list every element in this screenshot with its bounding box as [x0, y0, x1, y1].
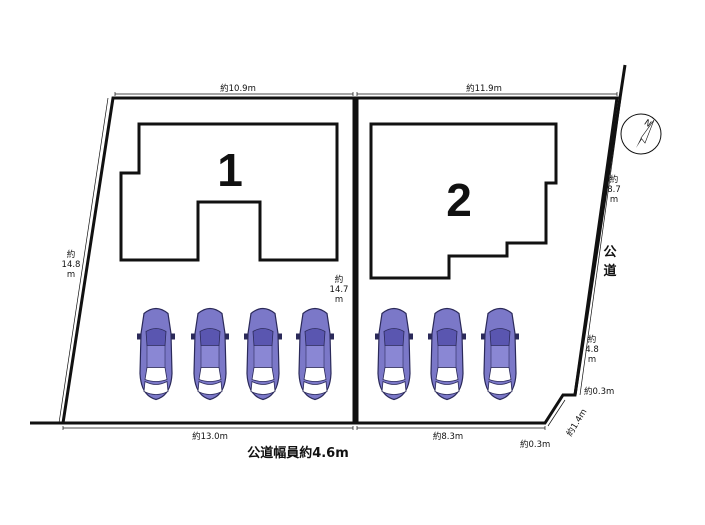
dim-right-lower-3: m: [588, 355, 596, 365]
dim-bottom-right: 約8.3m: [433, 431, 463, 442]
car-icon: [190, 307, 230, 401]
side-road-label-2: 道: [603, 263, 616, 279]
front-road-label: 公道幅員約4.6m: [247, 445, 349, 461]
car-icon: [427, 307, 467, 401]
building-1-outline: [119, 122, 339, 262]
dim-mid-1: 約: [335, 274, 344, 285]
dim-line-corner: [547, 399, 566, 427]
dim-right-upper-2: 8.7: [607, 185, 621, 195]
car-icon: [480, 307, 520, 401]
dim-mid-3: m: [335, 295, 343, 305]
dim-right-upper-1: 約: [610, 174, 619, 185]
dim-corner-diagonal: 約1.4m: [564, 407, 589, 439]
dim-mid-2: 14.7: [330, 285, 349, 295]
car-icon: [136, 307, 176, 401]
lot-1-number: 1: [217, 144, 243, 196]
car-icon: [243, 307, 283, 401]
dim-bottom-corner: 約0.3m: [520, 439, 550, 450]
dim-top-left: 約10.9m: [220, 83, 256, 94]
dim-bottom-left: 約13.0m: [192, 431, 228, 442]
compass-icon: N: [620, 113, 662, 155]
lot-2-number: 2: [446, 174, 472, 226]
side-road-label-1: 公: [603, 245, 616, 260]
dim-right-corner: 約0.3m: [584, 386, 614, 397]
car-icon: [374, 307, 414, 401]
compass-north-label: N: [642, 118, 653, 130]
dim-right-lower-2: 4.8: [585, 345, 599, 355]
building-2-outline: [369, 122, 558, 280]
dim-left-3: m: [67, 270, 75, 280]
dim-top-right: 約11.9m: [466, 83, 502, 94]
dim-line-right: [579, 97, 622, 396]
car-icon: [295, 307, 335, 401]
dim-right-upper-3: m: [610, 195, 618, 205]
dim-line-left: [58, 97, 109, 424]
dim-left-1: 約: [67, 249, 76, 260]
dim-right-lower-1: 約: [588, 334, 597, 345]
dim-left-2: 14.8: [62, 260, 81, 270]
